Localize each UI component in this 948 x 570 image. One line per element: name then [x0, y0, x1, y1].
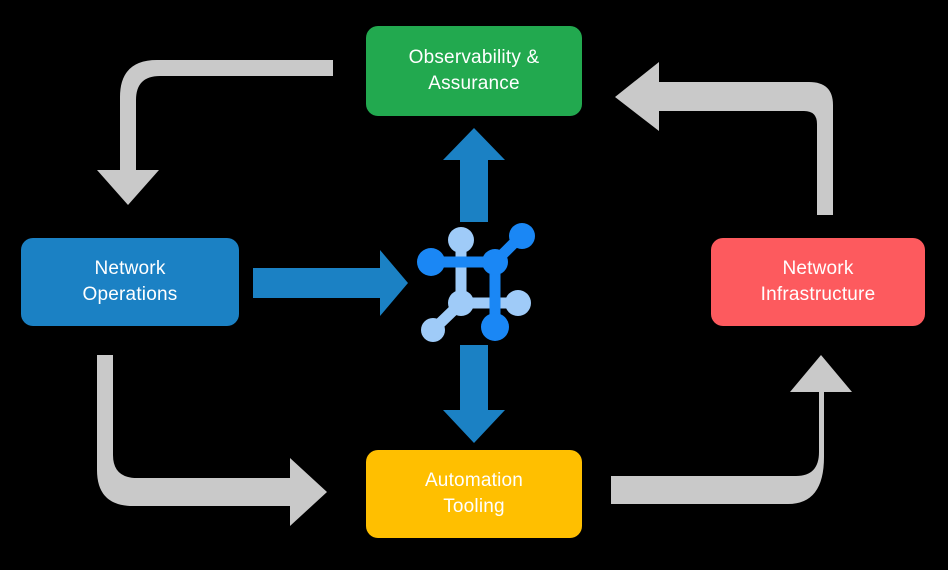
arrow-operations-to-center: [253, 250, 408, 316]
icon-node-light-top: [448, 227, 474, 253]
icon-node-dark-bottom: [481, 313, 509, 341]
icon-node-dark-top-right: [509, 223, 535, 249]
box-network-infrastructure-label: Network Infrastructure: [760, 258, 876, 305]
arrow-infrastructure-to-observability: [615, 62, 833, 215]
box-observability-label: Observability & Assurance: [408, 47, 540, 94]
icon-node-light-right: [505, 290, 531, 316]
box-network-operations[interactable]: Network Operations: [21, 238, 239, 326]
icon-node-dark-left: [417, 248, 445, 276]
box-network-infrastructure[interactable]: Network Infrastructure: [711, 238, 925, 326]
box-observability-assurance[interactable]: Observability & Assurance: [366, 26, 582, 116]
arrow-center-to-automation: [443, 345, 505, 443]
arrow-automation-to-infrastructure: [611, 355, 852, 504]
arrow-observability-to-operations: [97, 60, 333, 205]
icon-node-light-bottom-left: [421, 318, 445, 342]
box-automation-tooling-label: Automation Tooling: [424, 470, 524, 517]
icon-node-light-junction: [448, 290, 474, 316]
arrow-center-to-observability: [443, 128, 505, 222]
arrow-operations-to-automation: [97, 355, 327, 526]
icon-node-dark-junction: [482, 249, 508, 275]
box-network-operations-label: Network Operations: [82, 258, 178, 305]
box-automation-tooling[interactable]: Automation Tooling: [366, 450, 582, 538]
